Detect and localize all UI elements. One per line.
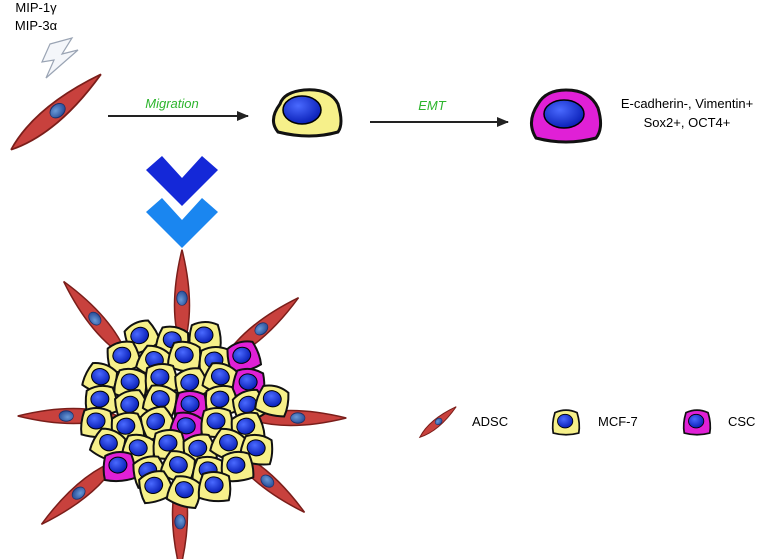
chevron-down-icon-light	[146, 198, 218, 248]
stimulus-label-2: MIP-3α	[15, 18, 58, 33]
emt-label: EMT	[418, 98, 447, 113]
legend: ADSC MCF-7 CSC	[416, 403, 755, 441]
chevron-down-icon-dark	[146, 156, 218, 206]
csc-cell	[101, 449, 137, 484]
legend-adsc-label: ADSC	[472, 414, 508, 429]
legend-adsc-icon	[416, 403, 460, 441]
mcf7-cell-large	[272, 88, 343, 138]
migration-label: Migration	[145, 96, 198, 111]
stimulus-label-1: MIP-1γ	[15, 0, 57, 15]
mcf7-cell	[197, 469, 233, 504]
marker-label-2: Sox2+, OCT4+	[644, 115, 731, 130]
marker-label-1: E-cadherin-, Vimentin+	[621, 96, 753, 111]
lightning-icon	[40, 37, 79, 79]
legend-csc-label: CSC	[728, 414, 755, 429]
adsc-cell-top	[4, 66, 108, 158]
legend-mcf7-label: MCF-7	[598, 414, 638, 429]
legend-mcf7-icon	[551, 409, 581, 436]
legend-csc-icon	[682, 409, 712, 436]
csc-cell-large	[530, 88, 603, 144]
